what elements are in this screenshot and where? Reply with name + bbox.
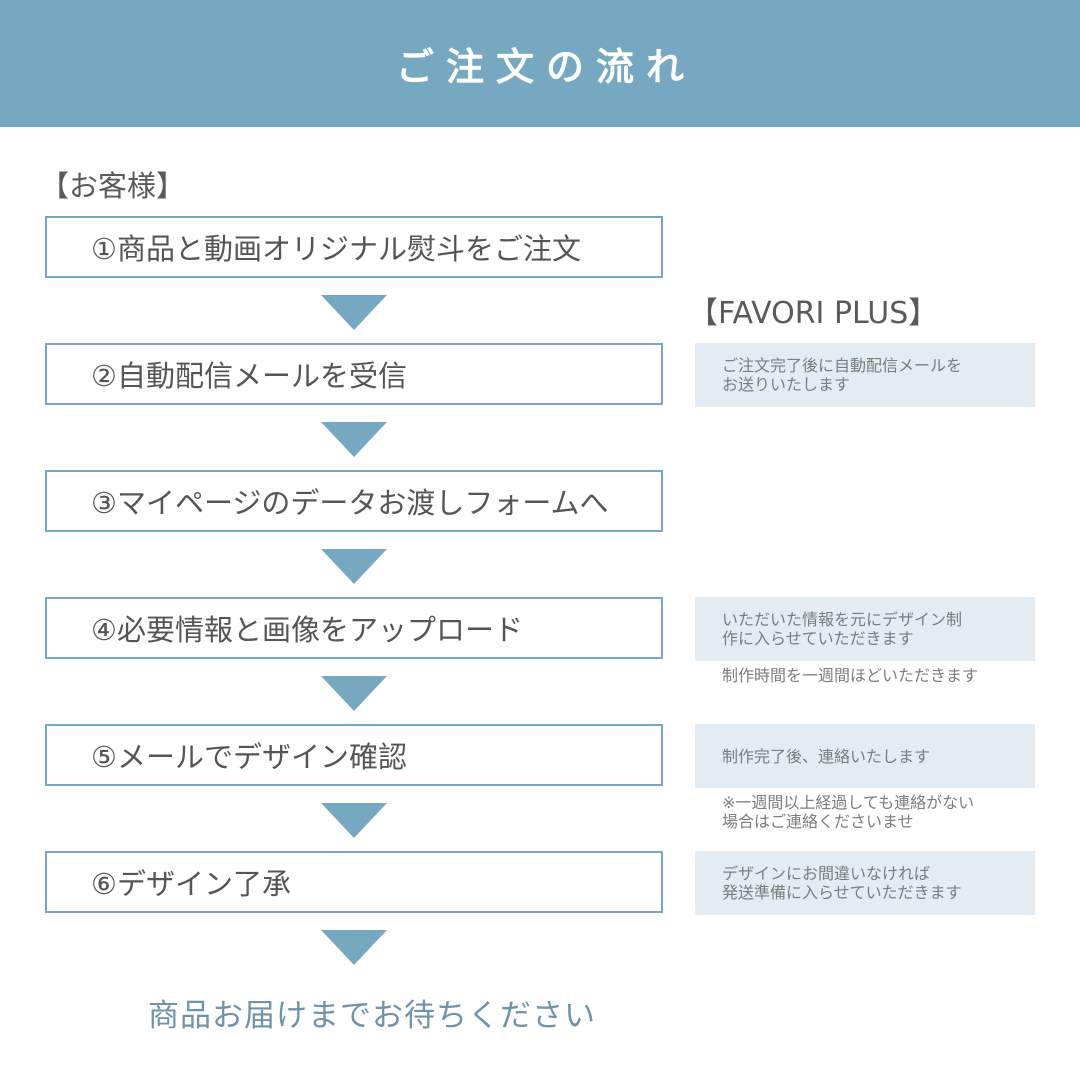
- footer-message: 商品お届けまでお待ちください: [148, 998, 596, 1034]
- down-arrow-icon: [321, 676, 387, 711]
- step-6-box: ⑥デザイン了承: [45, 851, 663, 913]
- note-auto-mail: ご注文完了後に自動配信メールを お送りいたします: [695, 343, 1035, 407]
- step-2-box: ②自動配信メールを受信: [45, 343, 663, 405]
- favori-section-label: 【FAVORI PLUS】: [688, 296, 939, 331]
- note-production-time: 制作時間を一週間ほどいただきます: [722, 666, 979, 685]
- step-6-label: ⑥デザイン了承: [91, 867, 291, 901]
- step-1-box: ①商品と動画オリジナル熨斗をご注文: [45, 216, 663, 278]
- note-shipping-text: デザインにお間違いなければ 発送準備に入らせていただきます: [722, 864, 962, 902]
- down-arrow-icon: [321, 930, 387, 965]
- step-5-label: ⑤メールでデザイン確認: [91, 740, 407, 774]
- note-shipping: デザインにお間違いなければ 発送準備に入らせていただきます: [695, 851, 1035, 915]
- note-production-done-text: 制作完了後、連絡いたします: [722, 746, 931, 766]
- step-4-box: ④必要情報と画像をアップロード: [45, 597, 663, 659]
- step-3-label: ③マイページのデータお渡しフォームへ: [91, 486, 609, 520]
- note-no-contact: ※一週間以上経過しても連絡がない 場合はご連絡くださいませ: [722, 793, 975, 831]
- note-design-creation-text: いただいた情報を元にデザイン制 作に入らせていただきます: [722, 610, 963, 648]
- down-arrow-icon: [321, 803, 387, 838]
- step-3-box: ③マイページのデータお渡しフォームへ: [45, 470, 663, 532]
- step-5-box: ⑤メールでデザイン確認: [45, 724, 663, 786]
- customer-section-label: 【お客様】: [40, 169, 186, 203]
- down-arrow-icon: [321, 549, 387, 584]
- step-2-label: ②自動配信メールを受信: [91, 359, 407, 393]
- note-auto-mail-text: ご注文完了後に自動配信メールを お送りいたします: [722, 356, 963, 394]
- note-design-creation: いただいた情報を元にデザイン制 作に入らせていただきます: [695, 597, 1035, 661]
- page-title: ご注文の流れ: [395, 45, 696, 89]
- step-1-label: ①商品と動画オリジナル熨斗をご注文: [91, 232, 581, 266]
- header-banner: ご注文の流れ: [0, 0, 1080, 127]
- note-production-done: 制作完了後、連絡いたします: [695, 724, 1035, 788]
- down-arrow-icon: [321, 422, 387, 457]
- step-4-label: ④必要情報と画像をアップロード: [91, 613, 523, 647]
- down-arrow-icon: [321, 295, 387, 330]
